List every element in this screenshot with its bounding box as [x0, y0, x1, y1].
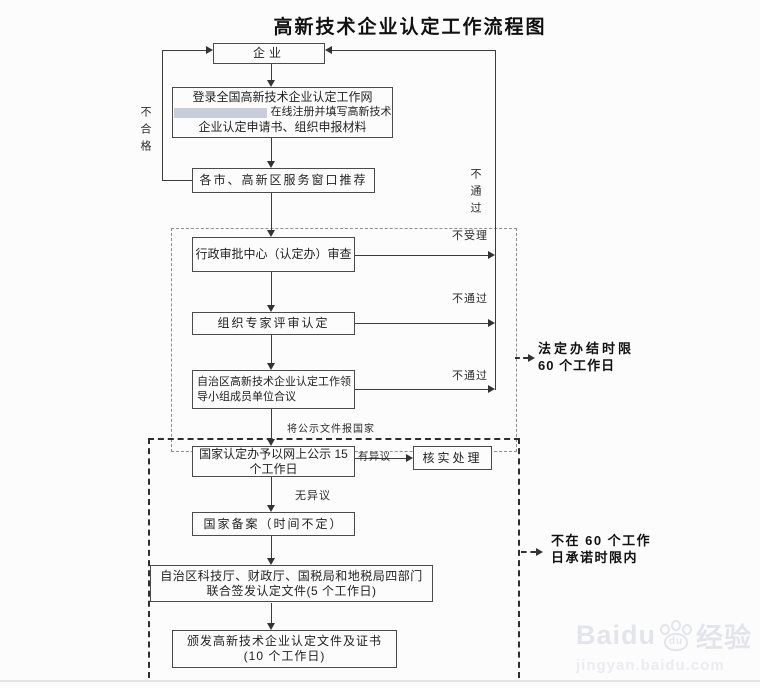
node-register-line1: 登录全国高新技术企业认定工作网: [192, 90, 373, 104]
node-publicity: 国家认定办予以网上公示 15 个工作日: [192, 446, 355, 477]
promise-limit-line2: 日承诺时限内: [551, 550, 639, 565]
feedback-right-vertical: [495, 50, 496, 390]
arrowhead-down-icon: [267, 80, 275, 87]
baidu-watermark: Baidu du 经验 jingyan.baidu.com: [576, 616, 752, 674]
arrowhead-down-icon: [267, 161, 275, 168]
node-national-record-label: 国家备案（时间不定）: [203, 516, 344, 531]
node-certificate-line2: (10 个工作日): [243, 649, 326, 663]
arrowhead-left-icon: [325, 46, 332, 54]
page-title: 高新技术企业认定工作流程图: [273, 17, 547, 38]
connector-register-window: [271, 138, 272, 162]
label-not-pass-group: 不通过: [452, 370, 488, 382]
connector-record-departments: [271, 536, 272, 559]
node-four-departments: 自治区科技厅、财政厅、国税局和地税局四部门 联合签发认定文件(5 个工作日): [150, 565, 433, 602]
node-service-window: 各市、高新区服务窗口推荐: [192, 168, 375, 193]
feedback-right-top: [332, 50, 495, 51]
arrowhead-down-icon: [267, 305, 275, 312]
connector-expert-group: [271, 335, 272, 364]
feedback-left-top: [162, 50, 206, 51]
arrowhead-right-icon: [536, 548, 543, 556]
arrowhead-down-icon: [267, 363, 275, 370]
connector-enterprise-register: [271, 64, 272, 81]
paw-pad-icon: du: [664, 632, 689, 651]
node-four-departments-line2: 联合签发认定文件(5 个工作日): [206, 583, 377, 598]
node-admin-review: 行政审批中心（认定办）审查: [192, 237, 355, 272]
node-enterprise: 企业: [213, 43, 325, 64]
node-register-line2: 在线注册并填写高新技术: [173, 105, 392, 120]
redacted-text-bar: [173, 107, 267, 118]
label-has-objection: 有异议: [358, 452, 391, 463]
legal-limit-dashed-arrow: [515, 357, 528, 359]
promise-limit-line1: 不在 60 个工作: [551, 533, 652, 548]
scan-bottom-edge: [0, 680, 760, 682]
paw-toe-icon: [660, 623, 671, 635]
node-verification: 核实处理: [413, 446, 492, 470]
arrowhead-down-icon: [267, 439, 275, 446]
edge-expert-reject: [355, 323, 488, 324]
node-certificate: 颁发高新技术企业认定文件及证书 (10 个工作日): [172, 630, 397, 668]
feedback-left-horizontal: [162, 180, 192, 181]
edge-review-reject: [355, 255, 488, 256]
watermark-suffix: 经验: [696, 623, 753, 653]
label-not-pass-return: 不通过: [469, 168, 481, 219]
node-register: 登录全国高新技术企业认定工作网 在线注册并填写高新技术 企业认定申请书、组织申报…: [172, 87, 393, 138]
legal-limit-line1: 法定办结时限: [538, 341, 635, 356]
paw-toe-icon: [671, 619, 682, 631]
node-publicity-line1: 国家认定办予以网上公示 15: [199, 446, 348, 461]
node-admin-review-label: 行政审批中心（认定办）审查: [195, 247, 352, 261]
node-verification-label: 核实处理: [422, 450, 483, 465]
label-unqualified: 不合格: [139, 106, 151, 157]
node-publicity-line2: 个工作日: [249, 461, 298, 476]
edge-objection: [355, 458, 406, 459]
node-leading-group-line1: 自治区高新技术企业认定工作领: [197, 375, 351, 388]
label-report-to-state: 将公示文件报国家: [287, 424, 375, 435]
arrowhead-down-icon: [267, 230, 275, 237]
arrowhead-down-icon: [267, 505, 275, 512]
arrowhead-right-icon: [206, 46, 213, 54]
node-leading-group: 自治区高新技术企业认定工作领 导小组成员单位合议: [192, 370, 355, 409]
paw-toe-icon: [682, 623, 693, 635]
node-national-record: 国家备案（时间不定）: [192, 512, 355, 536]
connector-group-publicity: [271, 409, 272, 440]
node-expert-review-label: 组织专家评审认定: [217, 316, 330, 330]
edge-group-reject: [355, 389, 488, 390]
arrowhead-right-icon: [488, 319, 495, 327]
node-register-line3: 企业认定申请书、组织申报材料: [198, 120, 367, 134]
paw-icon: du: [658, 619, 694, 652]
promise-limit-dashed-region: [148, 438, 520, 678]
label-no-objection: 无异议: [295, 490, 331, 502]
arrowhead-right-icon: [488, 251, 495, 259]
node-register-line2-text: 在线注册并填写高新技术: [270, 106, 392, 118]
legal-limit-note: 法定办结时限 60 个工作日: [538, 340, 634, 374]
connector-review-expert: [271, 272, 272, 306]
legal-limit-line2: 60 个工作日: [538, 358, 616, 373]
label-not-accepted: 不受理: [452, 230, 488, 242]
arrowhead-right-icon: [528, 354, 535, 362]
connector-publicity-record: [271, 477, 272, 506]
node-expert-review: 组织专家评审认定: [192, 312, 355, 335]
arrowhead-down-icon: [267, 623, 275, 630]
watermark-brand: Baidu: [576, 620, 657, 650]
node-leading-group-line2: 导小组成员单位合议: [197, 390, 296, 403]
promise-limit-note: 不在 60 个工作 日承诺时限内: [551, 532, 651, 566]
arrowhead-down-icon: [267, 558, 275, 565]
node-service-window-label: 各市、高新区服务窗口推荐: [199, 173, 368, 187]
watermark-url: jingyan.baidu.com: [576, 657, 725, 674]
label-not-pass-expert: 不通过: [452, 293, 488, 305]
connector-window-review: [271, 193, 272, 231]
node-enterprise-label: 企业: [252, 46, 285, 60]
node-certificate-line1: 颁发高新技术企业认定文件及证书: [186, 634, 382, 648]
arrowhead-right-icon: [488, 385, 495, 393]
arrowhead-right-icon: [406, 454, 413, 462]
connector-departments-certificate: [271, 603, 272, 624]
node-four-departments-line1: 自治区科技厅、财政厅、国税局和地税局四部门: [160, 568, 423, 583]
promise-limit-dashed-arrow: [521, 551, 536, 553]
feedback-left-vertical: [162, 50, 163, 181]
